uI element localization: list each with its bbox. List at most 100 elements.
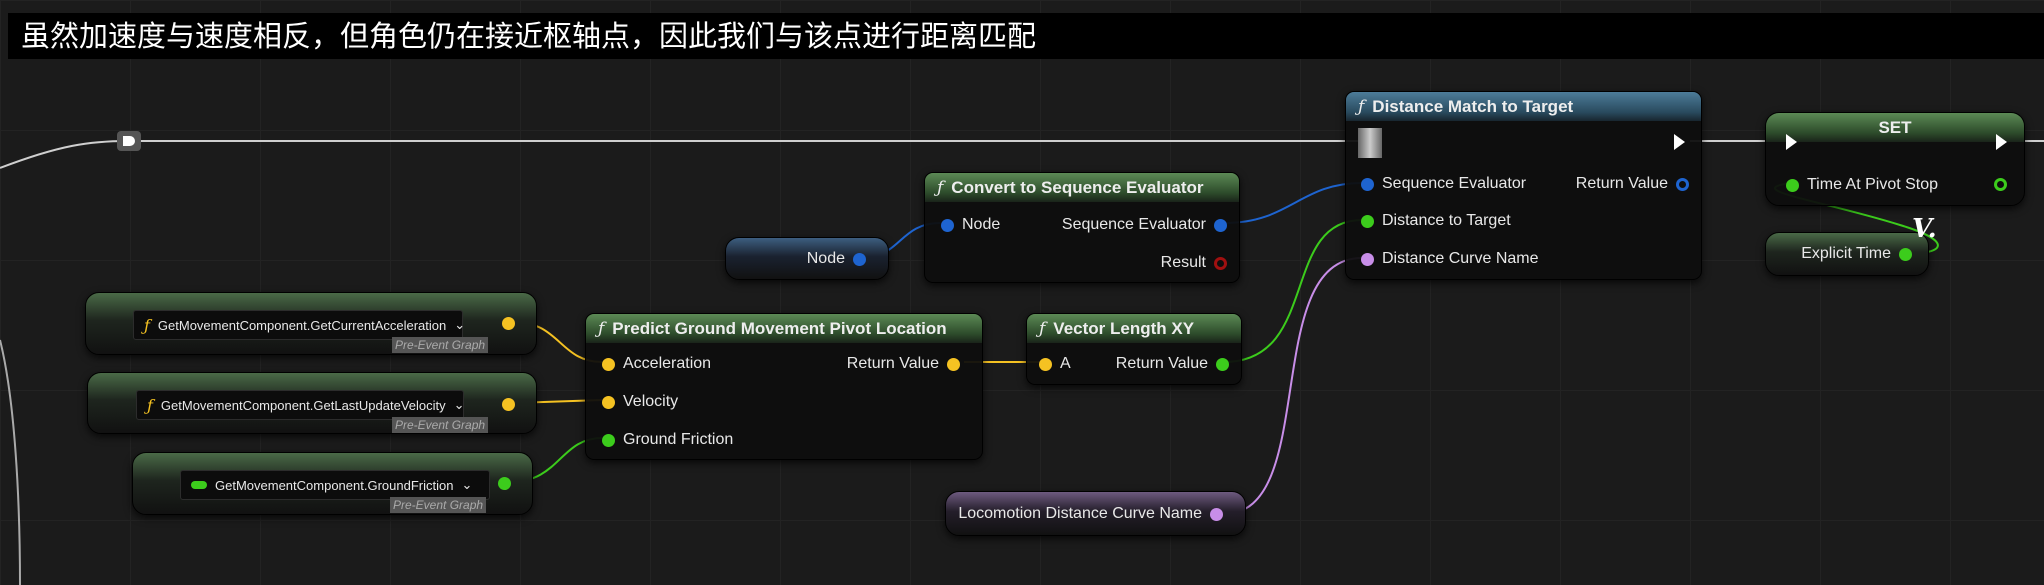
struct-wire <box>1224 182 1363 224</box>
function-icon: ƒ <box>1039 319 1046 339</box>
property-dropdown[interactable]: GetMovementComponent.GroundFriction ⌄ <box>180 470 490 500</box>
comment-box[interactable]: 虽然加速度与速度相反，但角色仍在接近枢轴点，因此我们与该点进行距离匹配 <box>8 13 2044 59</box>
struct-pin[interactable] <box>941 218 954 232</box>
name-pin[interactable] <box>1210 507 1223 521</box>
vector-pin[interactable] <box>602 395 615 409</box>
graph-tag: Pre-Event Graph <box>390 497 487 513</box>
function-icon: ƒ <box>1358 97 1365 117</box>
vector-pin[interactable] <box>502 317 515 330</box>
pin-label: Result <box>1160 254 1206 271</box>
pin-label: Acceleration <box>623 355 712 372</box>
exec-wire <box>0 140 1360 169</box>
chevron-down-icon: ⌄ <box>453 397 465 412</box>
chevron-down-icon: ⌄ <box>454 317 466 332</box>
pin-label: Return Value <box>846 355 939 372</box>
pin-sequence-evaluator-out[interactable]: Sequence Evaluator <box>1062 216 1227 234</box>
reroute-label: V. <box>1912 214 1937 244</box>
pin-return-value[interactable]: Return Value <box>1576 175 1689 193</box>
function-icon: ƒ <box>598 319 605 339</box>
name-pin[interactable] <box>1361 252 1374 266</box>
node-title: Convert to Sequence Evaluator <box>951 178 1204 197</box>
graph-tag: Pre-Event Graph <box>392 417 489 433</box>
node-title: Vector Length XY <box>1053 319 1195 338</box>
node-header: SET <box>1766 113 2024 142</box>
pin-label: A <box>1060 355 1071 372</box>
function-icon: ƒ <box>144 315 150 335</box>
getter-label: GetMovementComponent.GroundFriction <box>215 477 454 493</box>
vector-pin[interactable] <box>502 398 515 411</box>
pin-distance-to-target[interactable]: Distance to Target <box>1361 212 1511 230</box>
pin-sequence-evaluator[interactable]: Sequence Evaluator <box>1361 175 1526 193</box>
pin-label: Sequence Evaluator <box>1061 216 1206 233</box>
chevron-down-icon: ⌄ <box>461 477 473 492</box>
float-out-pin[interactable] <box>1994 178 2007 191</box>
function-icon: ƒ <box>937 178 944 198</box>
reroute-node[interactable] <box>117 131 141 151</box>
struct-pin[interactable] <box>1361 177 1374 191</box>
pin-acceleration[interactable]: Acceleration <box>602 355 711 373</box>
float-pin[interactable] <box>1786 178 1799 192</box>
pin-label: Time At Pivot Stop <box>1807 176 1939 193</box>
float-pin[interactable] <box>1899 247 1912 261</box>
float-pin[interactable] <box>1361 214 1374 228</box>
node-header: ƒ Distance Match to Target <box>1346 92 1701 121</box>
exec-pin[interactable] <box>123 136 135 146</box>
variable-label: Explicit Time <box>1801 245 1891 262</box>
pin-return-value[interactable]: Return Value <box>847 355 960 373</box>
float-pin[interactable] <box>498 477 511 490</box>
node-title: Distance Match to Target <box>1372 97 1574 116</box>
locomotion-distance-curve-name-variable[interactable]: Locomotion Distance Curve Name <box>945 491 1246 536</box>
getter-label: GetMovementComponent.GetLastUpdateVeloci… <box>160 397 446 413</box>
pin-label: Ground Friction <box>623 431 734 448</box>
exec-out-pin[interactable] <box>1996 134 2007 150</box>
pin-node[interactable]: Node <box>941 216 1000 234</box>
struct-pin[interactable] <box>1676 177 1689 191</box>
pin-velocity[interactable]: Velocity <box>602 393 678 411</box>
pin-result[interactable]: Result <box>1161 254 1227 272</box>
struct-pin[interactable] <box>1214 218 1227 232</box>
pin-label: Return Value <box>1575 175 1668 192</box>
set-node[interactable]: SET Time At Pivot Stop <box>1765 112 2025 206</box>
bool-pin[interactable] <box>1214 256 1227 270</box>
function-icon: ƒ <box>147 395 153 415</box>
node-variable[interactable]: Node <box>725 237 889 280</box>
pin-return-value[interactable]: Return Value <box>1116 355 1229 373</box>
getter-ground-friction[interactable]: GetMovementComponent.GroundFriction ⌄ Pre… <box>132 452 533 515</box>
convert-to-sequence-evaluator-node[interactable]: ƒ Convert to Sequence Evaluator Node Sequ… <box>924 172 1240 283</box>
getter-label: GetMovementComponent.GetCurrentAccelerat… <box>157 317 447 333</box>
node-header: ƒ Vector Length XY <box>1027 314 1241 343</box>
vector-length-xy-node[interactable]: ƒ Vector Length XY A Return Value <box>1026 313 1242 385</box>
function-dropdown[interactable]: ƒ GetMovementComponent.GetLastUpdateVeloc… <box>136 390 465 420</box>
pin-label: Return Value <box>1115 355 1208 372</box>
pin-label: Distance Curve Name <box>1382 250 1539 267</box>
pin-distance-curve-name[interactable]: Distance Curve Name <box>1361 250 1539 268</box>
float-pin[interactable] <box>602 433 615 447</box>
vector-pin[interactable] <box>947 357 960 371</box>
struct-pin[interactable] <box>853 252 866 266</box>
getter-current-acceleration[interactable]: ƒ GetMovementComponent.GetCurrentAccelera… <box>85 292 537 355</box>
pin-a[interactable]: A <box>1039 355 1071 373</box>
function-dropdown[interactable]: ƒ GetMovementComponent.GetCurrentAccelera… <box>133 310 466 340</box>
pin-time-at-pivot-stop[interactable]: Time At Pivot Stop <box>1786 176 1938 194</box>
variable-label: Locomotion Distance Curve Name <box>958 505 1202 522</box>
node-header: ƒ Convert to Sequence Evaluator <box>925 173 1239 202</box>
float-pin[interactable] <box>1216 357 1229 371</box>
distance-match-node[interactable]: ƒ Distance Match to Target Sequence Evalu… <box>1345 91 1702 280</box>
float-variable-icon <box>191 481 207 489</box>
exec-wire <box>0 339 21 585</box>
explicit-time-variable[interactable]: Explicit Time <box>1765 232 1929 276</box>
exec-out-pin[interactable] <box>1674 134 1685 150</box>
vector-pin[interactable] <box>1039 357 1052 371</box>
exec-in-pin[interactable] <box>1358 128 1382 158</box>
vector-pin[interactable] <box>602 357 615 371</box>
pin-label: Velocity <box>623 393 679 410</box>
node-title: SET <box>1878 118 1912 137</box>
getter-last-update-velocity[interactable]: ƒ GetMovementComponent.GetLastUpdateVeloc… <box>87 372 537 434</box>
graph-tag: Pre-Event Graph <box>392 337 489 353</box>
pin-ground-friction[interactable]: Ground Friction <box>602 431 733 449</box>
pin-label: Node <box>962 216 1001 233</box>
exec-in-pin[interactable] <box>1786 134 1797 150</box>
name-wire <box>1223 257 1363 515</box>
pin-label: Sequence Evaluator <box>1382 175 1527 192</box>
